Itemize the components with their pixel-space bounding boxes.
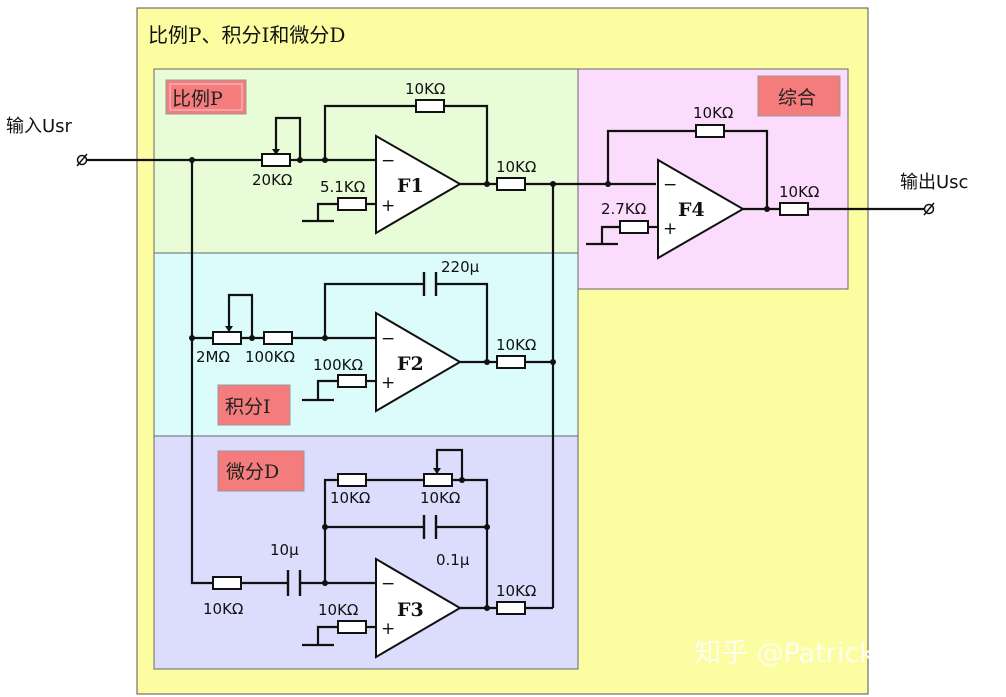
- diagram-title: 比例P、积分I和微分D: [148, 23, 345, 47]
- tag-summing-label: 综合: [778, 87, 816, 109]
- junctions: [189, 157, 770, 611]
- capacitors: [286, 272, 438, 596]
- capacitor-d-fb: [422, 515, 438, 539]
- tag-summing: 综合: [757, 75, 841, 117]
- tag-derivative-label: 微分D: [226, 461, 279, 483]
- watermark: 知乎 @Patrick Zhang: [694, 638, 970, 669]
- label-d-in: 10KΩ: [203, 600, 243, 618]
- capacitor-d-in: [286, 570, 302, 596]
- tag-integral: 积分I: [217, 384, 291, 426]
- resistor-p-out: [496, 177, 526, 191]
- label-p-bias: 5.1KΩ: [320, 178, 365, 196]
- f2-label: F2: [397, 353, 424, 375]
- resistor-s-out: [779, 202, 809, 216]
- f1-label: F1: [397, 175, 424, 197]
- label-s-bias: 2.7KΩ: [601, 200, 646, 218]
- op-amp-f2: − + F2: [375, 311, 462, 413]
- label-d-out: 10KΩ: [496, 582, 536, 600]
- resistor-i-bias: [337, 374, 367, 388]
- label-d-fb-cap: 0.1μ: [436, 551, 470, 569]
- resistor-p-bias: [337, 197, 367, 211]
- f4-minus: −: [663, 175, 677, 195]
- op-amp-f3: − + F3: [375, 557, 462, 659]
- resistor-i-in: [263, 331, 293, 345]
- resistor-d-bias: [337, 620, 367, 634]
- label-i-cap: 220μ: [441, 258, 480, 276]
- i-pot-wiper-arrow: [225, 326, 233, 332]
- resistor-i-out: [496, 355, 526, 369]
- f4-plus: +: [663, 219, 677, 239]
- tag-proportional-label: 比例P: [172, 88, 223, 110]
- label-s-out: 10KΩ: [779, 183, 819, 201]
- label-d-cap: 10μ: [270, 541, 299, 559]
- input-label: 输入Usr: [6, 116, 73, 137]
- label-i-bias: 100KΩ: [313, 356, 363, 374]
- label-d-fb-res: 10KΩ: [330, 489, 370, 507]
- op-amp-f1: − + F1: [375, 134, 462, 235]
- resistor-d-in: [212, 576, 242, 590]
- resistor-d-fb: [337, 473, 367, 487]
- label-i-in: 100KΩ: [245, 348, 295, 366]
- component-labels: 20KΩ 10KΩ 5.1KΩ 10KΩ 2MΩ 100KΩ 220μ 100K…: [196, 80, 819, 619]
- input-terminal: [76, 153, 88, 167]
- label-s-feedback: 10KΩ: [693, 104, 733, 122]
- output-label: 输出Usc: [900, 172, 968, 193]
- tag-integral-label: 积分I: [225, 396, 271, 418]
- tag-derivative: 微分D: [217, 450, 305, 492]
- resistor-i-pot: [212, 331, 242, 345]
- label-i-out: 10KΩ: [496, 336, 536, 354]
- label-i-pot: 2MΩ: [196, 348, 230, 366]
- capacitor-i: [422, 272, 438, 296]
- resistor-p-pot: [261, 153, 291, 167]
- label-d-fb-pot: 10KΩ: [420, 489, 460, 507]
- f1-minus: −: [381, 151, 395, 171]
- f2-minus: −: [381, 329, 395, 349]
- label-p-pot: 20KΩ: [252, 171, 292, 189]
- f1-plus: +: [381, 196, 395, 216]
- label-p-out: 10KΩ: [496, 158, 536, 176]
- p-pot-wiper-arrow: [272, 149, 280, 155]
- f2-plus: +: [381, 373, 395, 393]
- f4-label: F4: [678, 199, 705, 221]
- label-p-feedback: 10KΩ: [405, 80, 445, 98]
- d-pot-wiper-arrow: [433, 468, 441, 474]
- tag-proportional: 比例P: [165, 79, 247, 115]
- resistors: [212, 99, 809, 634]
- label-d-bias: 10KΩ: [318, 601, 358, 619]
- resistor-p-feedback: [415, 99, 445, 113]
- f3-label: F3: [397, 599, 424, 621]
- resistor-s-feedback: [695, 124, 725, 138]
- f3-plus: +: [381, 619, 395, 639]
- resistor-s-bias: [619, 220, 649, 234]
- resistor-d-fb-pot: [423, 473, 453, 487]
- output-terminal: [923, 202, 935, 216]
- op-amp-f4: − + F4: [657, 158, 746, 260]
- resistor-d-out: [496, 601, 526, 615]
- f3-minus: −: [381, 574, 395, 594]
